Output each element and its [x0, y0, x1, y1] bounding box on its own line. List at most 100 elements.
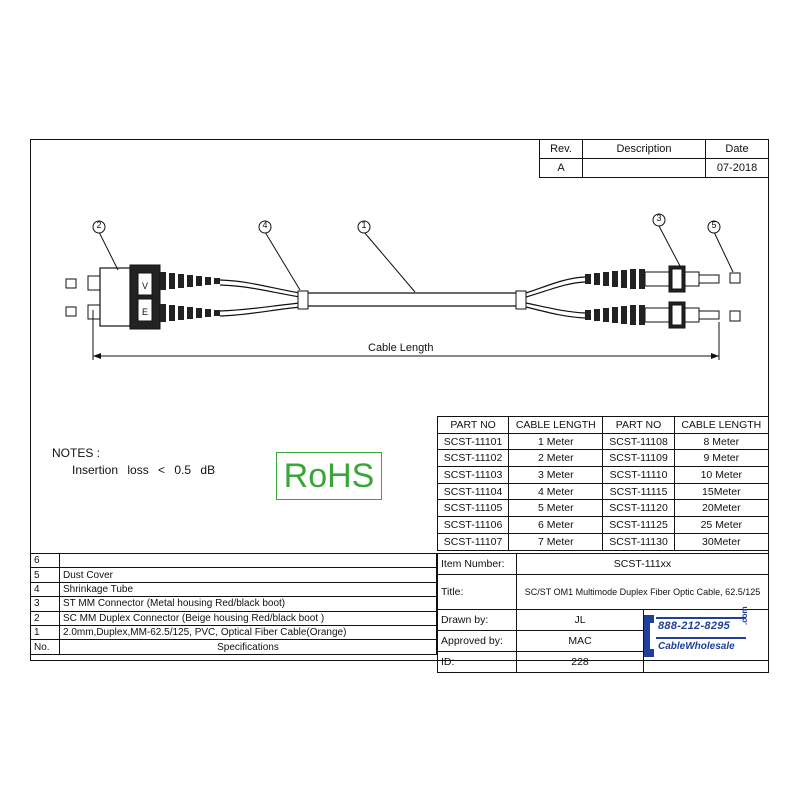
callout-2 — [92, 220, 106, 234]
cable-length-cell: 3 Meter — [508, 466, 604, 484]
dust-cover-left-bottom — [65, 306, 77, 317]
callout-3-label: 3 — [656, 213, 662, 223]
sc-ferrule-bottom — [87, 304, 101, 320]
spec-number: 6 — [30, 552, 60, 569]
callout-5-label: 5 — [711, 220, 717, 230]
parts-header-3: CABLE LENGTH — [673, 416, 770, 434]
dimension-label: Cable Length — [366, 342, 436, 354]
spec-text: ST MM Connector (Metal housing Red/black… — [59, 596, 437, 612]
cable-left-bottom — [219, 302, 301, 312]
notes-insertion-loss: Insertion loss < 0.5 dB — [72, 463, 216, 477]
spec-text: SC MM Duplex Connector (Beige housing Re… — [59, 610, 437, 626]
part-no-cell: SCST-11125 — [602, 516, 675, 534]
drawn-by-value: JL — [516, 609, 644, 631]
part-no-cell: SCST-11107 — [436, 532, 510, 551]
cable-left-bottom-2 — [219, 306, 301, 317]
sc-duplex-connector: V E — [99, 264, 161, 330]
description-header: Description — [582, 139, 706, 159]
part-no-cell: SCST-11105 — [436, 499, 510, 518]
spec-row: 6 — [30, 552, 437, 569]
part-no-cell: SCST-11120 — [602, 499, 675, 518]
approved-by-label: Approved by: — [437, 630, 517, 652]
callout-1 — [357, 220, 371, 234]
spec-text: Shrinkage Tube — [59, 581, 437, 598]
part-no-cell: SCST-11115 — [602, 482, 675, 501]
part-no-cell: SCST-11103 — [436, 466, 510, 484]
spec-number: 2 — [30, 610, 60, 626]
cable-drawing: V E — [65, 213, 741, 360]
cablewholesale-logo: 888-212-8295 CableWholesale .com — [640, 606, 760, 661]
item-number-value: SCST-111xx — [516, 553, 769, 575]
sc-boot-bottom — [160, 304, 220, 322]
shrink-tube-left — [297, 290, 309, 310]
specifications-header: Specifications — [59, 639, 437, 655]
logo-mark — [644, 615, 746, 657]
part-no-cell: SCST-11108 — [602, 432, 675, 451]
cable-right-bottom-2 — [525, 306, 586, 319]
part-no-cell: SCST-11109 — [602, 449, 675, 468]
st-boot-top — [585, 269, 645, 289]
cable-length-cell: 15Meter — [673, 482, 770, 501]
revision-table: Rev. Description Date A 07-2018 — [539, 139, 769, 178]
cable-length-cell: 5 Meter — [508, 499, 604, 518]
cable-length-cell: 1 Meter — [508, 432, 604, 451]
dust-cover-right-top — [729, 272, 741, 284]
cable-length-cell: 20Meter — [673, 499, 770, 518]
part-no-cell: SCST-11130 — [602, 532, 675, 551]
svg-text:V: V — [142, 281, 148, 291]
spec-text: Dust Cover — [59, 567, 437, 583]
callout-4 — [258, 220, 272, 234]
parts-header-0: PART NO — [436, 416, 510, 434]
logo-brand: CableWholesale — [658, 641, 735, 652]
cable-length-cell: 7 Meter — [508, 532, 604, 551]
rev-value: A — [539, 158, 583, 178]
cable-length-cell: 6 Meter — [508, 516, 604, 534]
part-no-cell: SCST-11110 — [602, 466, 675, 484]
sc-ferrule-top — [87, 275, 101, 291]
spec-number: 1 — [30, 624, 60, 641]
svg-text:E: E — [142, 307, 148, 317]
dust-cover-left-top — [65, 278, 77, 289]
part-no-cell: SCST-11106 — [436, 516, 510, 534]
cable-length-cell: 9 Meter — [673, 449, 770, 468]
title-label: Title: — [437, 574, 517, 610]
drawn-by-label: Drawn by: — [437, 609, 517, 631]
callout-3 — [652, 213, 666, 227]
part-no-cell: SCST-11104 — [436, 482, 510, 501]
logo-phone: 888-212-8295 — [658, 620, 731, 632]
shrink-tube-right — [515, 290, 527, 310]
cable-left-top-2 — [219, 284, 301, 298]
spec-number-header: No. — [30, 639, 60, 655]
item-number-label: Item Number: — [437, 553, 517, 575]
sc-boot-top — [160, 272, 220, 290]
callout-1-label: 1 — [361, 220, 367, 230]
spec-text: 2.0mm,Duplex,MM-62.5/125, PVC, Optical F… — [59, 624, 437, 641]
notes-title: NOTES : — [52, 446, 101, 460]
cable-right-bottom — [525, 302, 586, 314]
spec-text — [59, 552, 437, 569]
cable-right-top — [525, 276, 586, 294]
callout-2-label: 2 — [96, 220, 102, 230]
title-value: SC/ST OM1 Multimode Duplex Fiber Optic C… — [516, 574, 769, 610]
callout-5 — [707, 220, 721, 234]
spec-number: 3 — [30, 596, 60, 612]
part-no-cell: SCST-11101 — [436, 432, 510, 451]
callout-4-label: 4 — [262, 220, 268, 230]
st-connector-top — [644, 265, 720, 293]
cable-length-cell: 4 Meter — [508, 482, 604, 501]
cable-length-cell: 30Meter — [673, 532, 770, 551]
cable-right-top-2 — [525, 281, 586, 298]
cable-length-cell: 2 Meter — [508, 449, 604, 468]
logo-tld: .com — [740, 606, 749, 625]
